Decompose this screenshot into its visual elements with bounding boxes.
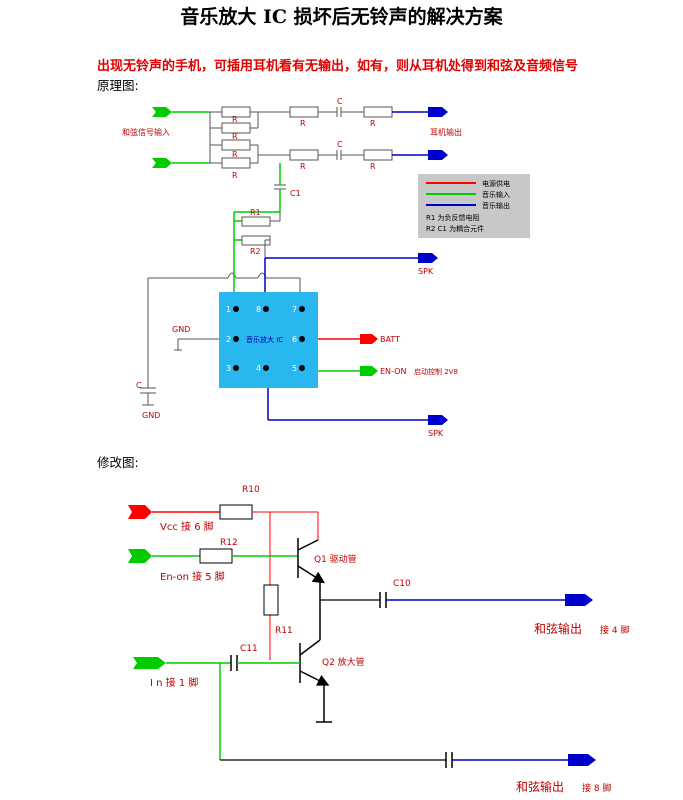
pin-label: 7	[292, 305, 297, 314]
spk-label-bottom: SPK	[428, 429, 444, 438]
c11-label: C11	[240, 644, 258, 654]
page-title: 音乐放大 IC 损坏后无铃声的解决方案	[180, 6, 503, 28]
modified-schematic: R10 Vcc 接 6 脚 R11 R12 En-on 接 5 脚 Q1 驱动管	[128, 485, 629, 794]
pin-label: 3	[226, 364, 231, 373]
pin-label: 6	[292, 335, 297, 344]
pin-label: 4	[256, 364, 261, 373]
input-label: 和弦信号输入	[122, 127, 170, 137]
resistor-label: R	[232, 132, 238, 141]
r11-label: R11	[275, 626, 293, 636]
en-on-terminal	[360, 366, 378, 376]
output-pin-2: 接 8 脚	[582, 782, 611, 794]
en-on-terminal-mod	[128, 549, 152, 563]
r1-label: R1	[250, 208, 261, 217]
capacitor-label: C	[136, 381, 142, 390]
ic-label: 音乐放大 IC	[246, 335, 283, 344]
input-terminal-bottom	[152, 158, 210, 168]
batt-label: BATT	[380, 335, 400, 344]
resistor-label: R	[300, 162, 306, 171]
en-on-note: 启动控制 2V8	[414, 367, 458, 376]
c10-label: C10	[393, 579, 411, 589]
legend-music-out: 音乐输出	[482, 201, 510, 210]
in-terminal	[133, 657, 166, 669]
resistor-label: R	[232, 115, 238, 124]
pin-label: 1	[226, 305, 231, 314]
music-amp-ic: 音乐放大 IC 1 8 7 2 6 3 4 5	[219, 292, 318, 388]
vcc-terminal	[128, 505, 152, 519]
en-on-label: EN-ON	[380, 367, 406, 376]
output-label-2: 和弦输出	[516, 779, 564, 794]
legend-power: 电源供电	[482, 179, 510, 188]
legend-note-2: R2 C1 为耦合元件	[426, 224, 484, 233]
legend: 电源供电 音乐输入 音乐输出 R1 为负反馈电阻 R2 C1 为耦合元件	[418, 174, 530, 238]
gnd-label-bottom: GND	[142, 411, 160, 420]
r12-label: R12	[220, 538, 238, 548]
r2-label: R2	[250, 247, 261, 256]
gnd-label-ic: GND	[172, 325, 190, 334]
pin-label: 2	[226, 335, 231, 344]
resistor-label: R	[370, 162, 376, 171]
capacitor-label: C	[337, 97, 343, 106]
resistor-label: R	[232, 150, 238, 159]
c1-label: C1	[290, 189, 301, 198]
q1-label: Q1 驱动管	[314, 553, 357, 565]
pin-label: 5	[292, 364, 297, 373]
legend-note-1: R1 为负反馈电阻	[426, 213, 480, 222]
modified-section-label: 修改图:	[97, 455, 139, 470]
legend-music-in: 音乐输入	[482, 190, 510, 199]
output-terminal-bottom	[428, 150, 448, 160]
output-terminal-2	[568, 754, 596, 766]
output-pin-1: 接 4 脚	[600, 624, 629, 636]
in-label: I n 接 1 脚	[150, 676, 198, 689]
r10-label: R10	[242, 485, 260, 495]
resistor-label: R	[300, 119, 306, 128]
vcc-label: Vcc 接 6 脚	[160, 520, 214, 533]
output-label: 耳机输出	[430, 127, 462, 137]
en-on-label-mod: En-on 接 5 脚	[160, 570, 225, 583]
output-label-1: 和弦输出	[534, 621, 582, 636]
page-subtitle: 出现无铃声的手机，可插用耳机看有无输出，如有，则从耳机处得到和弦及音频信号	[97, 59, 579, 74]
spk-terminal-bottom	[428, 415, 448, 425]
resistor-label: R	[232, 171, 238, 180]
spk-terminal-top	[418, 253, 438, 263]
output-terminal-1	[565, 594, 593, 606]
batt-terminal	[360, 334, 378, 344]
resistor-label: R	[370, 119, 376, 128]
q2-transistor	[299, 639, 332, 723]
capacitor-label: C	[337, 140, 343, 149]
schematic-section-label: 原理图:	[97, 78, 139, 93]
output-terminal-top	[428, 107, 448, 117]
q2-label: Q2 放大管	[322, 656, 365, 668]
q1-transistor	[297, 538, 326, 640]
pin-label: 8	[256, 305, 261, 314]
spk-label-top: SPK	[418, 267, 434, 276]
input-terminal-top	[152, 107, 210, 117]
original-schematic: 和弦信号输入	[122, 97, 530, 438]
